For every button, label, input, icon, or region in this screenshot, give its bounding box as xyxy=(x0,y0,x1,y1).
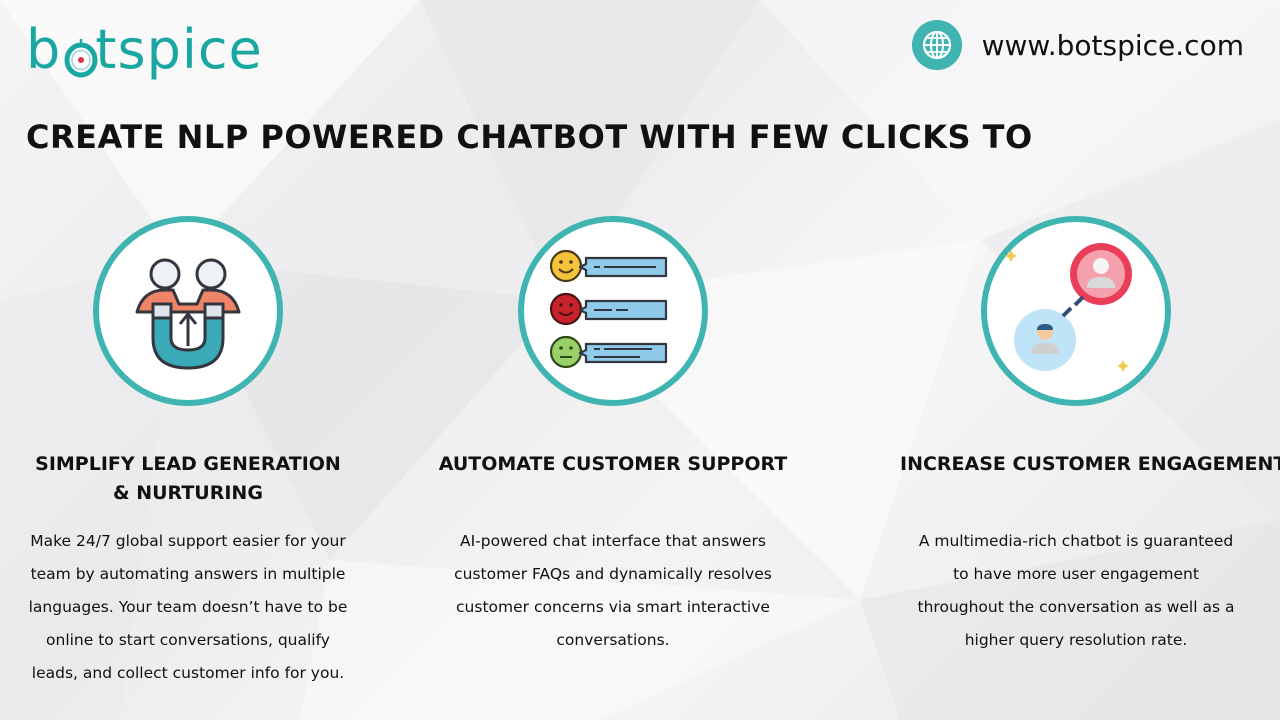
feature-description: A multimedia-rich chatbot is guaranteed … xyxy=(917,532,1235,649)
feature-icon-circle xyxy=(981,216,1171,406)
page-headline: CREATE NLP POWERED CHATBOT WITH FEW CLIC… xyxy=(26,118,1033,156)
user-connection-icon xyxy=(1005,243,1132,372)
feature-icon-circle xyxy=(518,216,708,406)
website-link[interactable]: www.botspice.com xyxy=(911,20,1244,70)
feature-description: AI-powered chat interface that answers c… xyxy=(454,532,772,649)
website-url[interactable]: www.botspice.com xyxy=(981,28,1244,62)
robot-mascot-icon xyxy=(64,39,98,78)
chat-feedback-icon xyxy=(549,249,668,369)
feature-title: AUTOMATE CUSTOMER SUPPORT xyxy=(438,453,788,475)
feature-lead-generation: SIMPLIFY LEAD GENERATION & NURTURING Mak… xyxy=(0,216,388,690)
feature-icon-circle xyxy=(93,216,283,406)
feature-customer-engagement: INCREASE CUSTOMER ENGAGEMENT A multimedi… xyxy=(876,216,1280,657)
feature-description: Make 24/7 global support easier for your… xyxy=(28,532,348,682)
feature-title: INCREASE CUSTOMER ENGAGEMENT xyxy=(900,453,1280,475)
feature-title: SIMPLIFY LEAD GENERATION & NURTURING xyxy=(35,453,341,504)
feature-customer-support: AUTOMATE CUSTOMER SUPPORT AI-powered cha… xyxy=(413,216,813,657)
globe-icon xyxy=(911,20,962,70)
lead-magnet-icon xyxy=(135,258,241,370)
